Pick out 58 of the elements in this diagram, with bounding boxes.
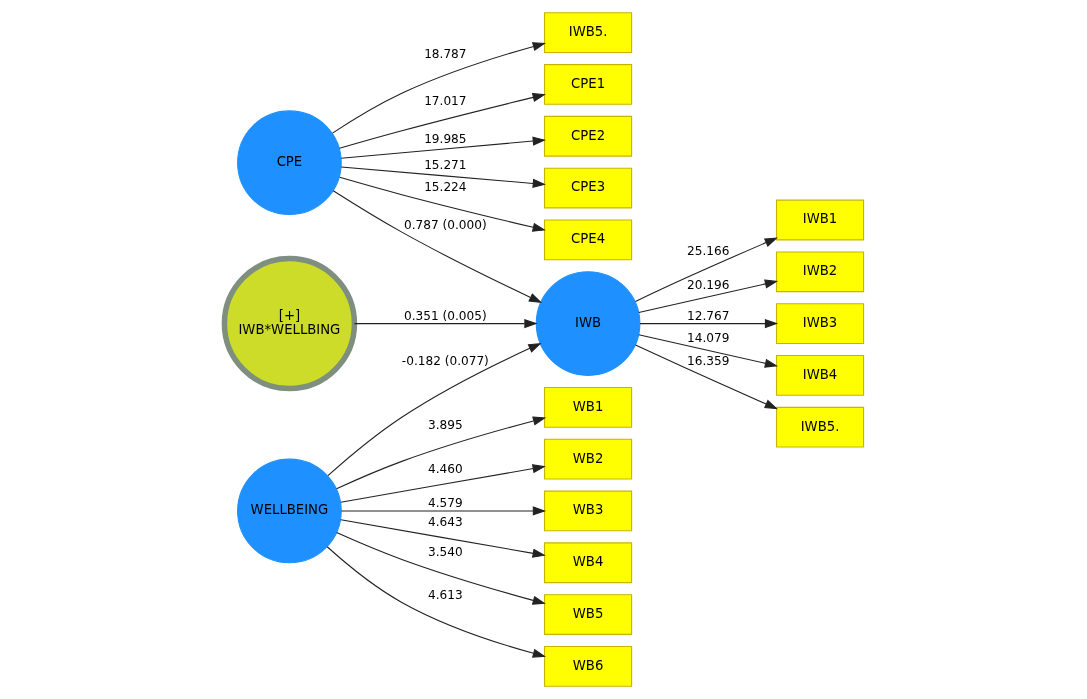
arrow xyxy=(326,546,546,658)
arrow xyxy=(339,464,546,503)
edge-label: 4.643 xyxy=(427,515,463,530)
node-box: IWB3 xyxy=(775,303,864,344)
arrow xyxy=(638,318,778,329)
edge-label: 25.166 xyxy=(686,244,729,259)
edge-label: 4.579 xyxy=(427,496,463,511)
edge-label: 15.224 xyxy=(423,180,467,195)
node-box: WB1 xyxy=(543,386,632,428)
edge-label: 16.359 xyxy=(686,354,729,369)
node-circle: [+] IWB*WELLBING xyxy=(221,255,357,392)
arrow xyxy=(340,506,546,516)
arrow xyxy=(340,136,546,159)
edge-label: 17.017 xyxy=(423,94,467,109)
edge-label: 14.079 xyxy=(686,331,729,346)
edge-label: 15.271 xyxy=(423,158,467,173)
edge-label: 19.985 xyxy=(423,131,467,146)
node-box: IWB1 xyxy=(775,199,864,241)
arrow xyxy=(331,42,546,134)
node-box: IWB2 xyxy=(775,251,864,293)
node-box: IWB5. xyxy=(775,406,864,448)
node-box: CPE4 xyxy=(543,219,632,261)
node-circle: IWB xyxy=(535,271,640,376)
arrow xyxy=(335,531,546,605)
edge-label: 12.767 xyxy=(686,309,729,324)
node-circle: CPE xyxy=(236,110,342,216)
node-box: IWB5. xyxy=(543,12,632,54)
arrow xyxy=(335,416,546,490)
edge-label: 3.540 xyxy=(427,544,463,559)
edge-label: -0.182 (0.077) xyxy=(401,354,489,369)
node-box: CPE3 xyxy=(543,167,632,209)
edge-label: 3.895 xyxy=(427,418,463,433)
arrow xyxy=(634,344,778,410)
edge-label: 0.351 (0.005) xyxy=(403,309,487,324)
arrow xyxy=(637,279,778,313)
node-box: WB5 xyxy=(543,594,632,635)
arrow xyxy=(339,519,546,558)
arrow xyxy=(338,92,546,149)
edge-label: 0.787 (0.000) xyxy=(403,217,487,232)
arrow xyxy=(353,318,538,329)
arrow xyxy=(634,237,778,302)
node-box: CPE2 xyxy=(543,115,632,157)
arrow xyxy=(338,176,546,232)
arrow xyxy=(332,190,542,303)
node-box: WB3 xyxy=(543,490,632,532)
node-box: WB6 xyxy=(543,645,632,687)
edge-label: 18.787 xyxy=(423,46,467,61)
node-box: IWB4 xyxy=(775,355,864,396)
arrow xyxy=(637,334,778,368)
node-box: CPE1 xyxy=(543,64,632,105)
edge-label: 4.613 xyxy=(427,587,463,602)
node-box: WB4 xyxy=(543,542,632,584)
node-circle: WELLBEING xyxy=(236,458,342,564)
arrow xyxy=(340,166,546,189)
edge-label: 20.196 xyxy=(686,278,729,293)
arrow xyxy=(326,343,542,477)
node-box: WB2 xyxy=(543,438,632,480)
edge-label: 4.460 xyxy=(427,462,463,477)
